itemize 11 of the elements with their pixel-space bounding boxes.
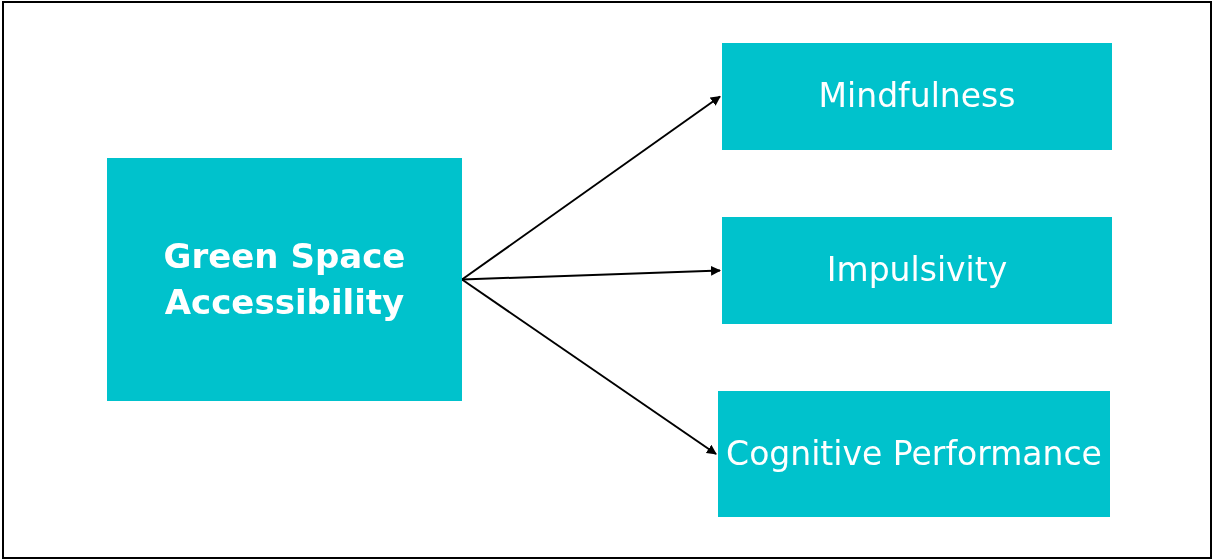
outcome-label: Cognitive Performance [726,432,1102,475]
concept-box [722,217,1112,324]
outcome-label: Mindfulness [818,75,1016,118]
arrow [461,95,721,281]
concept-box [718,391,1110,517]
concept-box [722,43,1112,150]
concept-box [107,158,462,401]
arrow [461,265,721,281]
arrow [461,278,717,455]
main-concept-label: Green Space Accessibility [162,234,407,324]
outcome-label: Impulsivity [826,249,1008,292]
